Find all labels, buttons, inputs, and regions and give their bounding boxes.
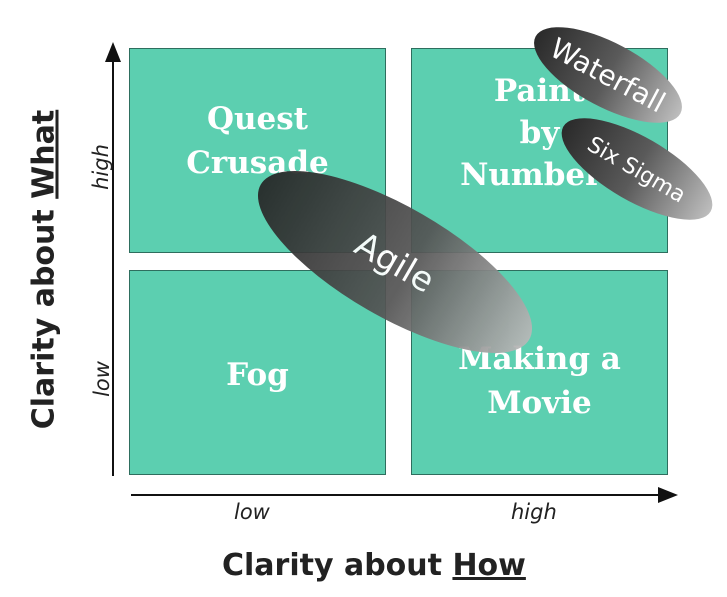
y-axis-title-emphasis: What [26, 109, 62, 199]
x-axis-high-label: high [511, 500, 557, 524]
y-axis-title-prefix: Clarity about [26, 198, 62, 430]
x-axis-title-emphasis: How [452, 548, 526, 583]
y-axis-title: Clarity about What [27, 100, 62, 440]
y-axis-low-label: low [89, 361, 114, 397]
quadrant-fog: Fog [129, 270, 386, 475]
agile-ellipse: Agile [257, 171, 533, 353]
x-axis-low-label: low [234, 500, 270, 524]
x-axis-title: Clarity about How [222, 548, 526, 583]
y-axis-high-label: high [88, 144, 113, 190]
waterfall-ellipse: Waterfall [534, 27, 682, 123]
quadrant-label-making-a-movie: Making a Movie [458, 341, 621, 421]
x-axis-title-prefix: Clarity about [222, 548, 453, 583]
quadrant-label-fog: Fog [226, 357, 289, 393]
